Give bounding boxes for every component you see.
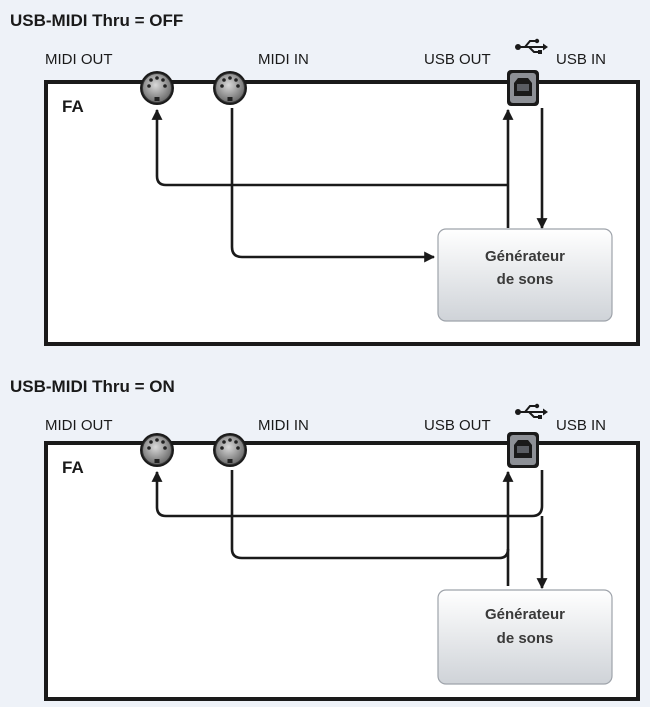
generator-label-line1: Générateur — [485, 606, 565, 623]
arrow-usb-in-to-midi-out — [151, 470, 544, 518]
midi-din-connector-icon — [139, 70, 175, 106]
port-label-usb-out: USB OUT — [424, 417, 491, 434]
arrow-midi-in-to-gen — [230, 108, 436, 263]
sound-generator-box: Générateur de sons — [437, 228, 613, 322]
midi-din-connector-icon — [212, 432, 248, 468]
usb-b-connector-icon — [507, 70, 539, 106]
device-label: FA — [62, 97, 84, 116]
port-label-usb-in: USB IN — [556, 417, 606, 434]
panel-title: USB-MIDI Thru = ON — [10, 377, 175, 396]
port-label-usb-in: USB IN — [556, 51, 606, 68]
midi-din-connector-icon — [212, 70, 248, 106]
port-label-usb-out: USB OUT — [424, 51, 491, 68]
port-label-midi-in: MIDI IN — [258, 51, 309, 68]
port-label-midi-out: MIDI OUT — [45, 417, 113, 434]
generator-label-line2: de sons — [497, 630, 554, 647]
generator-label-line1: Générateur — [485, 248, 565, 265]
usb-symbol-icon — [514, 37, 549, 55]
usb-b-connector-icon — [507, 432, 539, 468]
sound-generator-box: Générateur de sons — [437, 589, 613, 685]
device-label: FA — [62, 458, 84, 477]
panel-thru-off: USB-MIDI Thru = OFF MIDI OUT MIDI IN USB… — [10, 11, 640, 346]
midi-din-connector-icon — [139, 432, 175, 468]
line-midi-in-to-usb-out — [230, 470, 510, 560]
usb-symbol-icon — [514, 402, 549, 420]
panel-title: USB-MIDI Thru = OFF — [10, 11, 183, 30]
generator-label-line2: de sons — [497, 271, 554, 288]
port-label-midi-in: MIDI IN — [258, 417, 309, 434]
panel-thru-on: USB-MIDI Thru = ON MIDI OUT MIDI IN USB … — [10, 377, 640, 701]
arrow-gen-to-midi-out — [151, 108, 508, 187]
port-label-midi-out: MIDI OUT — [45, 51, 113, 68]
